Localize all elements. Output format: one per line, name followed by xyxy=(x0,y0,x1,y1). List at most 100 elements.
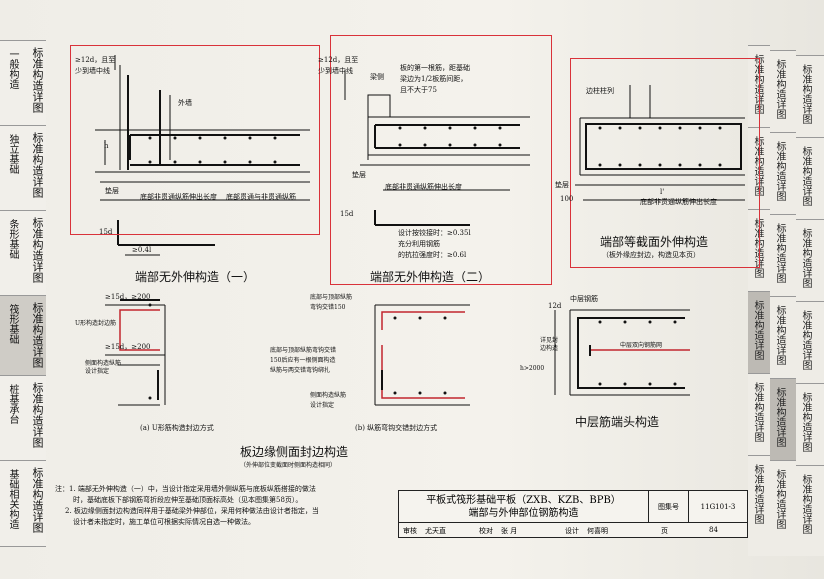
edge-tab-label: 标准构造详图 xyxy=(752,382,763,442)
d2-l3: 的抗拉强度时：≥0.6l xyxy=(398,251,467,259)
diagram-middle-layer-end xyxy=(554,309,690,396)
tab-label: 标准构造详图 xyxy=(31,302,44,368)
tab-label: 标准构造详图 xyxy=(31,382,44,448)
edge-tab[interactable]: 标准构造详图 xyxy=(748,291,770,374)
edge-tab[interactable]: 标准构造详图 xyxy=(796,301,824,384)
check-label: 校对 xyxy=(479,527,493,535)
edge-tab[interactable]: 标准构造详图 xyxy=(770,214,796,297)
edge-tab-label: 标准构造详图 xyxy=(800,474,811,534)
d2-15d: 15d xyxy=(340,210,354,218)
tab-prefix: 独立基础 xyxy=(7,134,18,174)
d1-label-pad: 垫层 xyxy=(105,187,119,195)
diagram-end-no-overhang-1 xyxy=(95,55,310,256)
edge-tab[interactable]: 标准构造详图 xyxy=(748,373,770,456)
edge-tab[interactable]: 标准构造详图 xyxy=(770,460,796,556)
tab-pile-cap[interactable]: 桩基承台 标准构造详图 xyxy=(0,375,46,461)
tab-general-construction[interactable]: 一般构造 标准构造详图 xyxy=(0,40,46,126)
edge-tab-label: 标准构造详图 xyxy=(774,59,785,119)
edge-tab-label: 标准构造详图 xyxy=(752,54,763,114)
note-1b: 时，基础底板下部钢筋弯折段应伸至基础顶面标高处（见本图集第58页）。 xyxy=(73,496,303,504)
d4-caption: 板边缘侧面封边构造 xyxy=(240,445,349,459)
d4-side2: 设计指定 xyxy=(85,368,110,375)
d5-side2: 边构造 xyxy=(540,345,559,352)
edge-tab-label: 标准构造详图 xyxy=(800,310,811,370)
page-number: 84 xyxy=(709,526,718,534)
tab-prefix: 条形基础 xyxy=(7,219,18,259)
d2-label-anchor2: 少到墙中线 xyxy=(318,67,353,75)
d1-label-04: ≥0.4l xyxy=(132,246,152,254)
d2-pad: 垫层 xyxy=(352,171,366,179)
note-2b: 设计者未指定时，施工单位可根据实际情况自选一种做法。 xyxy=(73,518,255,526)
d2-label-anchor: ≥12d，且至 xyxy=(318,56,359,64)
drawing-title-line1: 平板式筏形基础平板（ZXB、KZB、BPB） xyxy=(426,495,621,506)
edge-tab[interactable]: 标准构造详图 xyxy=(770,50,796,133)
atlas-label: 图集号 xyxy=(649,491,689,523)
edge-tab[interactable]: 标准构造详图 xyxy=(770,132,796,215)
edge-tab[interactable]: 标准构造详图 xyxy=(770,378,796,461)
edge-tab[interactable]: 标准构造详图 xyxy=(796,55,824,138)
notes-block: 注：1. 端部无外伸构造（一）中，当设计指定采用墙外侧纵筋与底板纵筋搭接的做法 … xyxy=(55,484,395,528)
d3-pad: 垫层 xyxy=(555,181,569,189)
edge-tab-label: 标准构造详图 xyxy=(800,64,811,124)
edge-tab[interactable]: 标准构造详图 xyxy=(796,465,824,556)
d4-u: U形构造封边筋 xyxy=(75,320,117,327)
d5-caption: 中层筋端头构造 xyxy=(575,415,660,429)
d1-label-15d: 15d xyxy=(99,228,113,236)
tab-label: 标准构造详图 xyxy=(31,467,44,533)
design-label: 设计 xyxy=(565,527,579,535)
diagram-hook-overlap-side-closure xyxy=(374,304,470,406)
edge-tab-label: 标准构造详图 xyxy=(752,136,763,196)
d4-side1: 侧面构造纵筋 xyxy=(85,360,122,367)
d3-100: 100 xyxy=(560,195,574,203)
tab-foundation-related[interactable]: 基础相关构造 标准构造详图 xyxy=(0,460,46,547)
d5-side1: 详见封 xyxy=(540,337,559,344)
edge-tab[interactable]: 标准构造详图 xyxy=(748,455,770,556)
tab-isolated-foundation[interactable]: 独立基础 标准构造详图 xyxy=(0,125,46,211)
highlight-box-2 xyxy=(330,35,552,285)
note-1: 注：1. 端部无外伸构造（一）中，当设计指定采用墙外侧纵筋与底板纵筋搭接的做法 xyxy=(55,485,316,493)
d1-caption: 端部无外伸构造（一） xyxy=(135,270,256,284)
edge-tab-label: 标准构造详图 xyxy=(774,387,785,447)
note-2: 2. 板边缘侧面封边构造同样用于基础梁外伸部位，采用何种做法由设计者指定，当 xyxy=(65,507,319,515)
d2-bottom: 底部非贯通纵筋伸出长度 xyxy=(385,183,462,191)
d2-l1: 设计按铰接时：≥0.35l xyxy=(398,229,471,237)
edge-tab-label: 标准构造详图 xyxy=(800,392,811,452)
d1-label-wall: 外墙 xyxy=(178,99,192,107)
diagram-end-no-overhang-2 xyxy=(344,70,530,226)
tab-prefix: 桩基承台 xyxy=(7,384,18,424)
tab-prefix: 基础相关构造 xyxy=(7,469,18,529)
edge-tab-label: 标准构造详图 xyxy=(774,141,785,201)
diagram-end-equal-section-overhang xyxy=(575,85,745,201)
d5-h: h>2000 xyxy=(520,365,545,372)
edge-col-3: 标准构造详图 标准构造详图 标准构造详图 标准构造详图 标准构造详图 标准构造详… xyxy=(796,45,824,556)
drawing-title-line2: 端部与外伸部位钢筋构造 xyxy=(468,508,579,519)
d5-12d: 12d xyxy=(548,302,562,310)
edge-tab-label: 标准构造详图 xyxy=(774,223,785,283)
d3-caption: 端部等截面外伸构造 xyxy=(600,235,709,249)
tab-strip-foundation[interactable]: 条形基础 标准构造详图 xyxy=(0,210,46,296)
tab-raft-foundation[interactable]: 筏形基础 标准构造详图 xyxy=(0,295,46,376)
d4-cap-a: (a) U形筋构造封边方式 xyxy=(140,424,214,432)
d4-b5: 纵筋与两交错弯钩绑扎 xyxy=(270,367,331,374)
diagram-u-bar-side-closure xyxy=(105,299,166,406)
edge-tab[interactable]: 标准构造详图 xyxy=(796,383,824,466)
d4-cap-b: (b) 纵筋弯钩交错封边方式 xyxy=(355,424,438,432)
highlight-box-1 xyxy=(70,45,320,235)
title-block: 平板式筏形基础平板（ZXB、KZB、BPB） 端部与外伸部位钢筋构造 图集号 1… xyxy=(398,490,748,538)
right-page-edge-tabs: 标准构造详图 标准构造详图 标准构造详图 标准构造详图 标准构造详图 标准构造详… xyxy=(748,45,824,556)
tab-label: 标准构造详图 xyxy=(31,47,44,113)
page-label: 页 xyxy=(661,527,668,535)
review-label: 审核 xyxy=(403,527,417,535)
d4-b4: 150后应有一根侧面构造 xyxy=(270,357,336,364)
edge-tab[interactable]: 标准构造详图 xyxy=(796,219,824,302)
edge-tab-label: 标准构造详图 xyxy=(752,464,763,524)
d2-note3: 且不大于75 xyxy=(400,86,437,94)
d5-top: 中层钢筋 xyxy=(570,295,598,303)
d1-label-anchor2: 少到墙中线 xyxy=(75,67,110,75)
edge-tab[interactable]: 标准构造详图 xyxy=(770,296,796,379)
edge-tab[interactable]: 标准构造详图 xyxy=(796,137,824,220)
d3-bottom: 底部非贯通纵筋伸出长度 xyxy=(640,198,717,206)
left-section-tabs: 一般构造 标准构造详图 独立基础 标准构造详图 条形基础 标准构造详图 筏形基础… xyxy=(0,40,46,547)
